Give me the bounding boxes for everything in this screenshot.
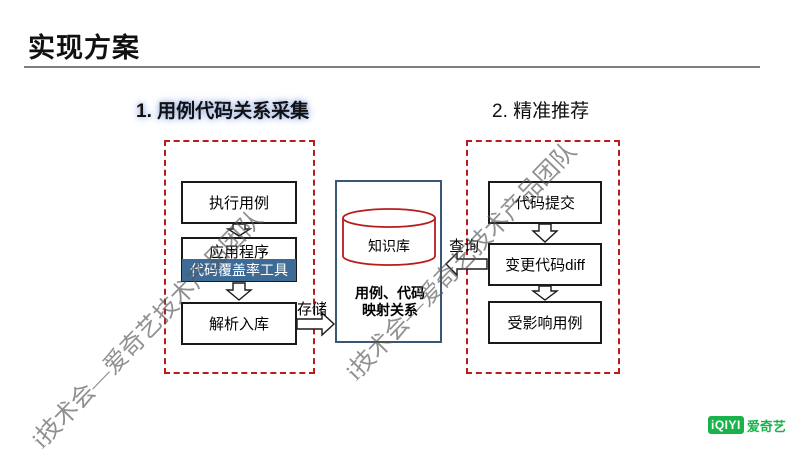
iqiyi-logo-mark: iQIYI: [708, 416, 744, 434]
title-divider: [24, 66, 760, 68]
iqiyi-logo-text: 爱奇艺: [746, 418, 786, 434]
arrow-store-to-kb: [296, 311, 336, 337]
arrow-diff-query-kb: [445, 251, 488, 277]
parse-store-box: 解析入库: [181, 302, 297, 345]
exec-case-box: 执行用例: [181, 181, 297, 224]
section-collect-heading: 1. 用例代码关系采集: [136, 101, 310, 122]
arrow-app-to-parse: [225, 282, 253, 301]
affected-cases-box: 受影响用例: [488, 301, 602, 344]
code-commit-box: 代码提交: [488, 181, 602, 224]
collect-panel: [164, 140, 315, 374]
coverage-tool-box: 代码覆盖率工具: [182, 259, 296, 281]
recommend-panel: [466, 140, 620, 374]
page-title: 实现方案: [28, 33, 140, 63]
knowledge-base-label: 知识库: [368, 238, 410, 254]
arrow-exec-to-app: [225, 223, 253, 237]
store-edge-label: 存储: [297, 301, 328, 318]
arrow-commit-to-diff: [531, 223, 559, 243]
arrow-diff-to-affected: [530, 285, 560, 301]
iqiyi-logo: iQIYI 爱奇艺: [708, 414, 786, 436]
section-recommend-heading: 2. 精准推荐: [492, 101, 590, 122]
database-cylinder-icon: [342, 208, 436, 266]
code-diff-box: 变更代码diff: [488, 243, 602, 286]
query-edge-label: 查询: [449, 238, 480, 255]
mapping-relation-label: 用例、代码映射关系: [355, 285, 425, 318]
